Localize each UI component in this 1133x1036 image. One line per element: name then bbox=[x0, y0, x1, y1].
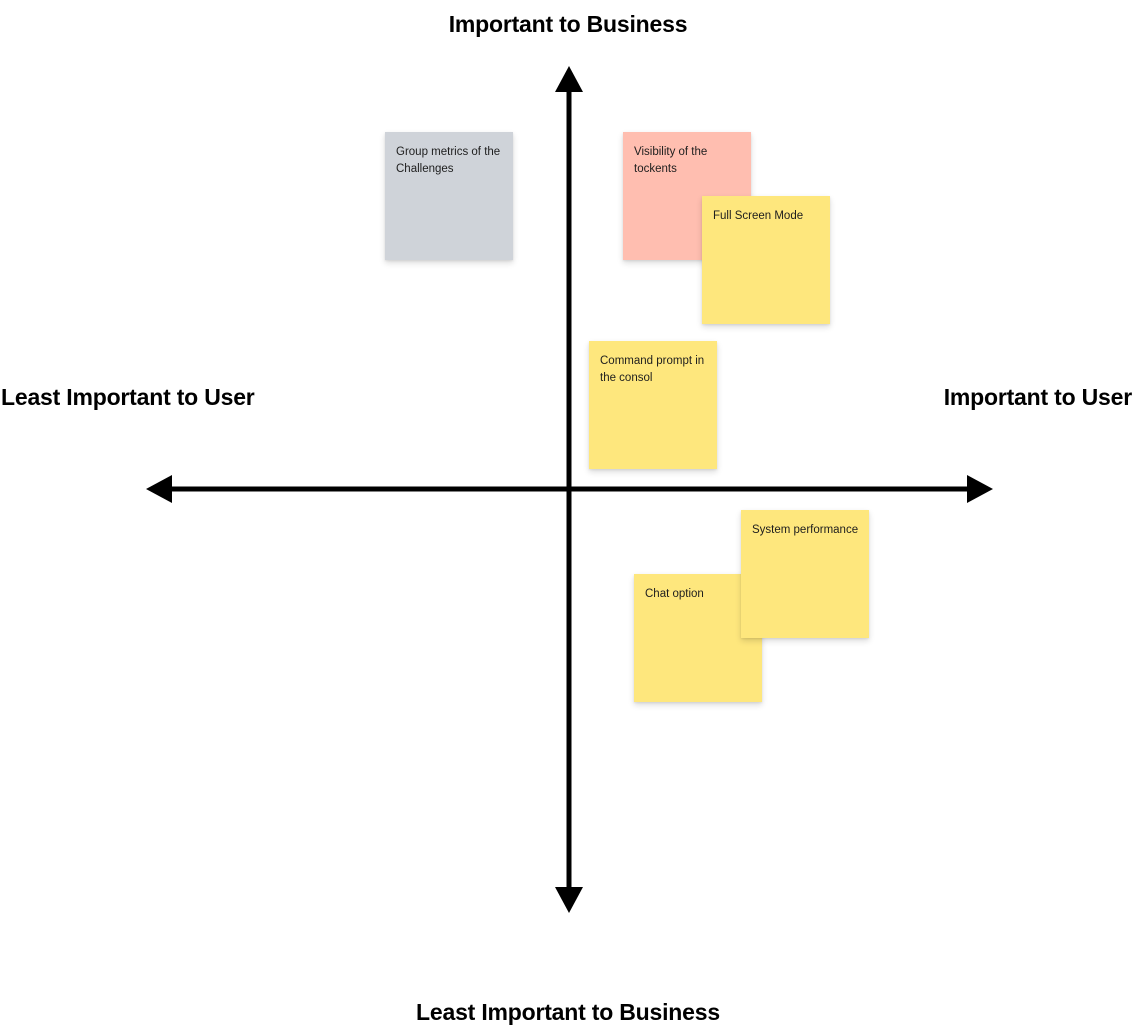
sticky-note-text: Group metrics of the Challenges bbox=[396, 146, 501, 175]
sticky-note-full-screen-mode[interactable]: Full Screen Mode bbox=[702, 196, 830, 324]
sticky-note-command-prompt[interactable]: Command prompt in the consol bbox=[589, 341, 717, 469]
sticky-note-chat-option[interactable]: Chat option bbox=[634, 574, 762, 702]
arrow-up-icon bbox=[555, 66, 583, 92]
arrow-left-icon bbox=[146, 475, 172, 503]
sticky-note-system-performance[interactable]: System performance bbox=[741, 510, 869, 638]
axis-label-bottom: Least Important to Business bbox=[416, 999, 720, 1025]
sticky-note-text: Chat option bbox=[645, 588, 704, 600]
arrow-down-icon bbox=[555, 887, 583, 913]
axis-label-left: Least Important to User bbox=[1, 384, 255, 410]
sticky-note-text: Visibility of the tockents bbox=[634, 146, 708, 175]
axis-label-top: Important to Business bbox=[448, 11, 688, 37]
axis-label-right: Important to User bbox=[943, 384, 1132, 410]
sticky-note-group-metrics[interactable]: Group metrics of the Challenges bbox=[385, 132, 513, 260]
sticky-note-text: Full Screen Mode bbox=[713, 210, 804, 222]
sticky-note-text: System performance bbox=[752, 524, 859, 536]
sticky-note-text: Command prompt in the consol bbox=[600, 355, 705, 384]
arrow-right-icon bbox=[967, 475, 993, 503]
